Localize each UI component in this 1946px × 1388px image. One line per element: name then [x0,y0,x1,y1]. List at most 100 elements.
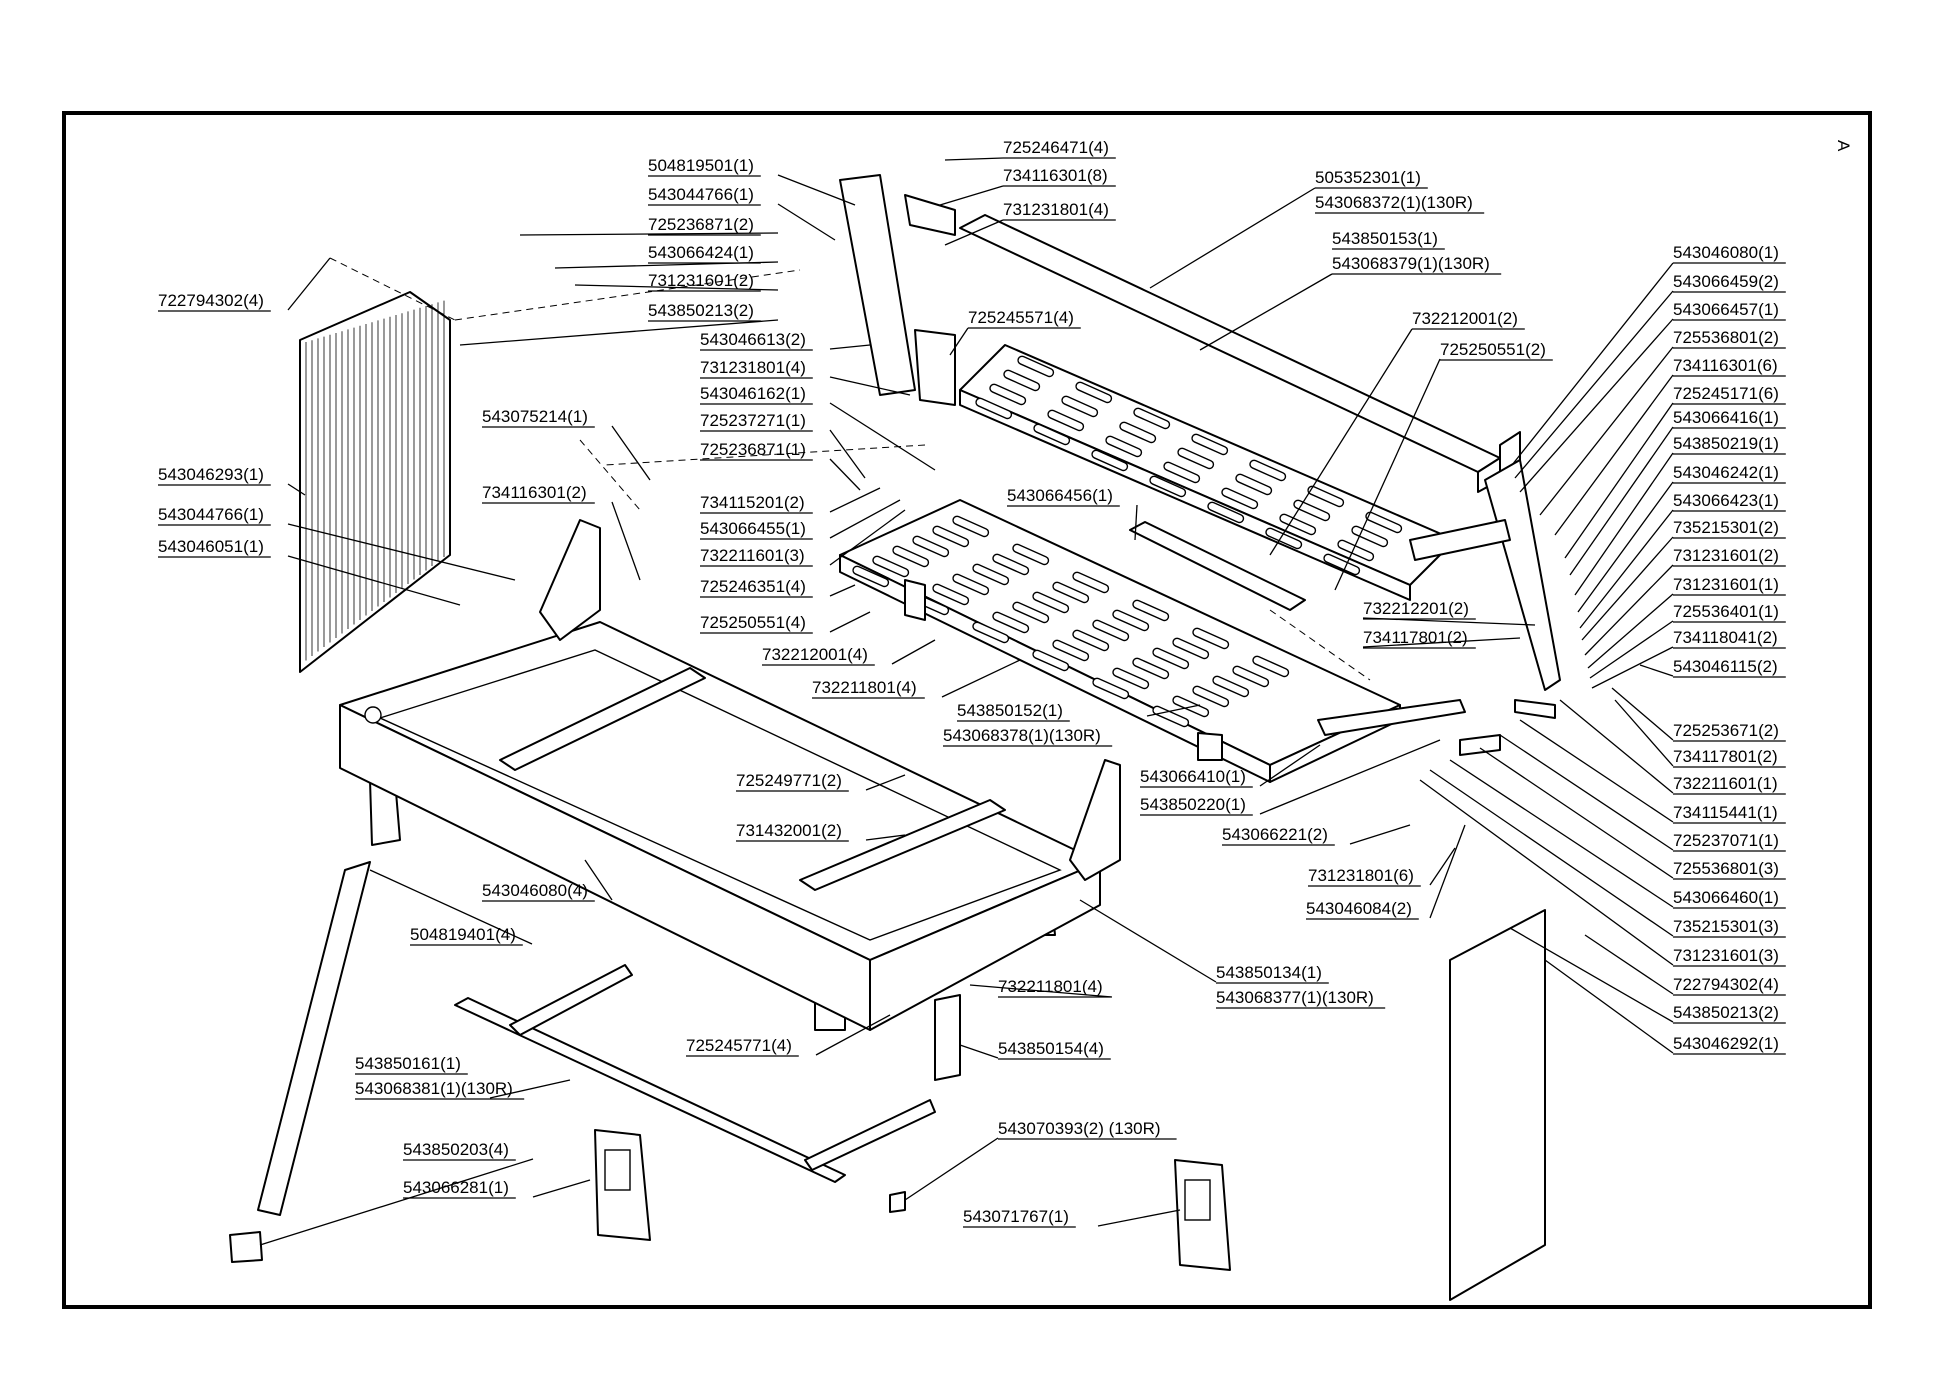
leader-line [287,257,331,311]
part-number-label: 731231601(2) [648,271,754,290]
part-number-label: 543850134(1) [1216,963,1322,982]
leader-line [829,499,901,539]
leader-line [959,1044,999,1059]
leader-line [1539,346,1674,516]
part-number-label: 543066459(2) [1673,272,1779,291]
leader-line [777,174,856,206]
support-post [257,861,371,1216]
part-number-label: 543066455(1) [700,519,806,538]
part-number-label: 543066460(1) [1673,888,1779,907]
leader-line [1149,187,1316,289]
square-bar [1129,521,1306,611]
part-number-label: 731231601(3) [1673,946,1779,965]
leader-line [1429,847,1456,886]
part-number-label: 731231801(4) [700,358,806,377]
leader-line [1581,536,1674,641]
leader-line [829,584,856,597]
part-number-label: 735215301(2) [1673,518,1779,537]
leader-line [1362,637,1521,648]
part-number-label: 543850203(4) [403,1140,509,1159]
part-number-label: 725246471(4) [1003,138,1109,157]
leader-line [941,659,1021,698]
part-number-label: 725245571(4) [968,308,1074,327]
part-number-label: 543046080(1) [1673,243,1779,262]
front-rail [454,997,846,1183]
leader-line [1349,824,1411,845]
leader-line [1519,318,1674,493]
manual-booklet-2 [1174,1159,1231,1271]
part-number-label: 504819401(4) [410,925,516,944]
leader-line [1544,959,1674,1054]
part-number-label: 543850154(4) [998,1039,1104,1058]
support-bracket [839,174,956,406]
leader-line [1591,646,1674,689]
manual-booklet-1 [594,1129,651,1241]
leader-line [369,869,533,945]
part-number-label: 543066423(1) [1673,491,1779,510]
front-rail-arm-1 [509,964,633,1036]
part-number-label: 543075214(1) [482,407,588,426]
part-number-label: 543070393(2) (130R) [998,1119,1161,1138]
assembly-guide [329,257,1371,681]
leader-line [1564,402,1674,559]
leader-line [829,376,911,396]
leader-line [891,639,936,665]
part-number-label: 731231801(4) [1003,200,1109,219]
part-number-label: 543850219(1) [1673,434,1779,453]
leader-line [1574,452,1674,596]
part-number-label: 543850152(1) [957,701,1063,720]
part-number-label: 725536801(2) [1673,328,1779,347]
part-number-label: 543066281(1) [403,1178,509,1197]
leader-line [1259,739,1441,815]
leader-line [532,1179,591,1198]
part-number-label: 732211801(4) [812,678,917,697]
leader-line [865,774,906,791]
leader-line [287,555,461,606]
part-number-label: 722794302(4) [158,291,264,310]
leader-line [829,487,881,513]
leader-line [829,458,861,491]
leader-line [1509,927,1674,1023]
leader-line [287,523,516,581]
leader-line [777,203,836,241]
leader-line [1559,699,1674,794]
part-number-label: 725250551(4) [700,613,806,632]
part-number-label: 732211601(1) [1673,774,1778,793]
part-number-label: 543066416(1) [1673,408,1779,427]
leader-line [815,1014,891,1056]
leader-line [944,157,1004,161]
part-number-label: 543046080(4) [482,881,588,900]
leader-line [489,1079,571,1099]
part-number-label: 543046293(1) [158,465,264,484]
part-number-label: 543046292(1) [1673,1034,1779,1053]
part-number-label: 543046242(1) [1673,463,1779,482]
part-number-label: 725236871(2) [648,215,754,234]
corner-mark: A [1834,140,1853,152]
part-number-label: 543046613(2) [700,330,806,349]
side-panel [1449,909,1546,1301]
leader-line [1554,374,1674,536]
part-number-label: 731231601(1) [1673,575,1779,594]
leader-line [584,859,613,901]
part-number-label: 734118041(2) [1673,628,1778,647]
part-labels: 504819501(1)543044766(1)725236871(2)5430… [158,138,1786,1228]
part-number-label: 725237071(1) [1673,831,1779,850]
leader-line [1587,593,1674,669]
part-number-label: 725246351(4) [700,577,806,596]
part-number-label: 543066456(1) [1007,486,1113,505]
leader-line [1514,290,1674,479]
part-number-label: 543850161(1) [355,1054,461,1073]
leader-line [611,501,641,581]
part-number-label: 543066221(2) [1222,825,1328,844]
leader-line [829,402,936,471]
part-number-label: 734117801(2) [1363,628,1468,647]
part-number-label: 543044766(1) [648,185,754,204]
part-number-label: 543066410(1) [1140,767,1246,786]
leader-line [1584,934,1674,995]
part-number-label: 725249771(2) [736,771,842,790]
leader-line [829,429,866,479]
part-number-label: 543066457(1) [1673,300,1779,319]
part-number-label: 543046084(2) [1306,899,1412,918]
leader-line [1584,564,1674,656]
leader-line [969,984,1113,998]
